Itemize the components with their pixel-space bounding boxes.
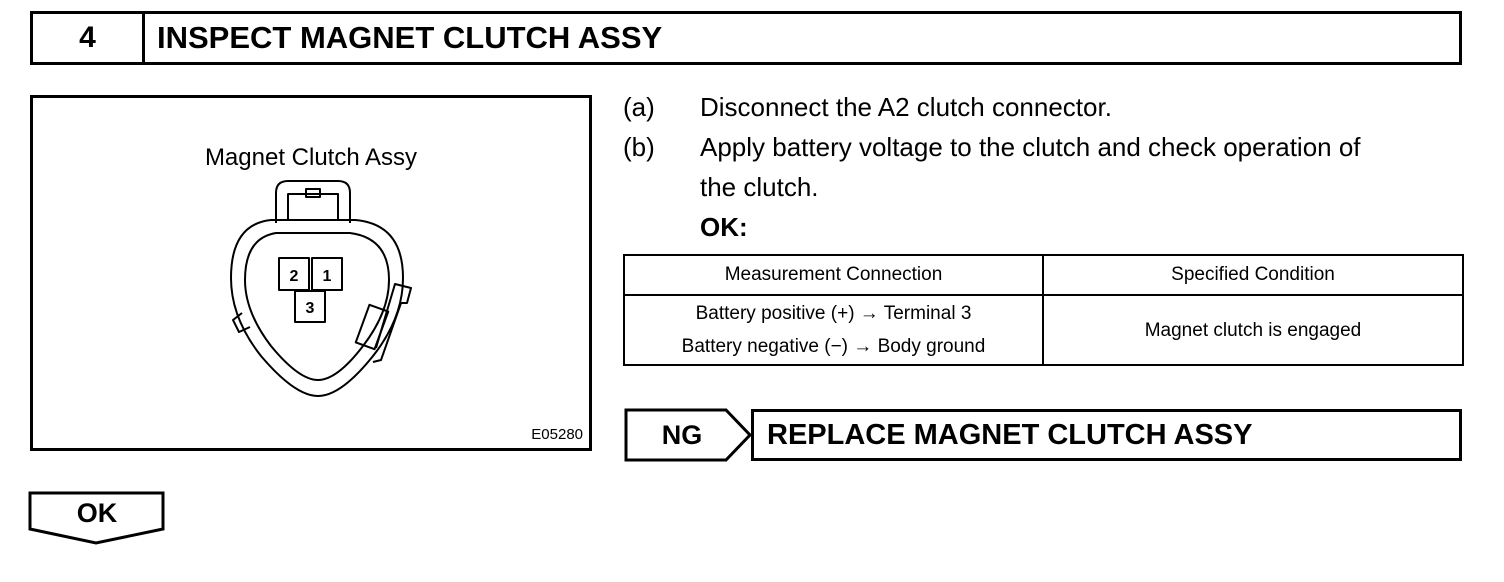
instruction-b-letter: (b) [623,132,655,162]
connection-line-negative: Battery negative (−) → Body ground [681,336,986,357]
ng-result-box: REPLACE MAGNET CLUTCH ASSY [751,409,1462,461]
figure-code: E05280 [531,426,583,443]
pin-2-label: 2 [290,268,299,285]
instruction-b-text-line1: Apply battery voltage to the clutch and … [700,132,1361,162]
instruction-a-letter: (a) [623,92,655,122]
spec-table: Measurement Connection Specified Conditi… [623,254,1464,366]
connector-diagram: 2 1 3 [230,180,412,397]
step-title: INSPECT MAGNET CLUTCH ASSY [157,20,663,55]
ng-label: NG [661,419,703,450]
ok-criteria-label: OK: [700,212,748,242]
step-number: 4 [33,14,145,62]
ng-arrow-shape [624,408,753,462]
ok-arrow-shape [28,491,165,545]
step-header: 4 INSPECT MAGNET CLUTCH ASSY [30,11,1462,65]
pin-1-label: 1 [323,268,332,285]
specified-condition-cell: Magnet clutch is engaged [1042,294,1464,366]
ok-result-label: OK [76,497,118,528]
table-header-row: Measurement Connection Specified Conditi… [623,254,1464,296]
instruction-b-text-line2: the clutch. [700,172,819,202]
ng-result-text: REPLACE MAGNET CLUTCH ASSY [767,418,1253,451]
table-row: Battery positive (+) → Terminal 3 Batter… [623,294,1464,366]
instruction-a-text: Disconnect the A2 clutch connector. [700,92,1112,122]
table-header-condition: Specified Condition [1042,254,1464,296]
figure-caption: Magnet Clutch Assy [204,144,418,171]
table-header-measurement: Measurement Connection [623,254,1044,296]
pin-3-label: 3 [306,300,315,317]
connector-figure: Magnet Clutch Assy 2 1 3 E05280 [30,95,592,451]
measurement-connection-cell: Battery positive (+) → Terminal 3 Batter… [623,294,1044,366]
connection-line-positive: Battery positive (+) → Terminal 3 [695,303,972,324]
